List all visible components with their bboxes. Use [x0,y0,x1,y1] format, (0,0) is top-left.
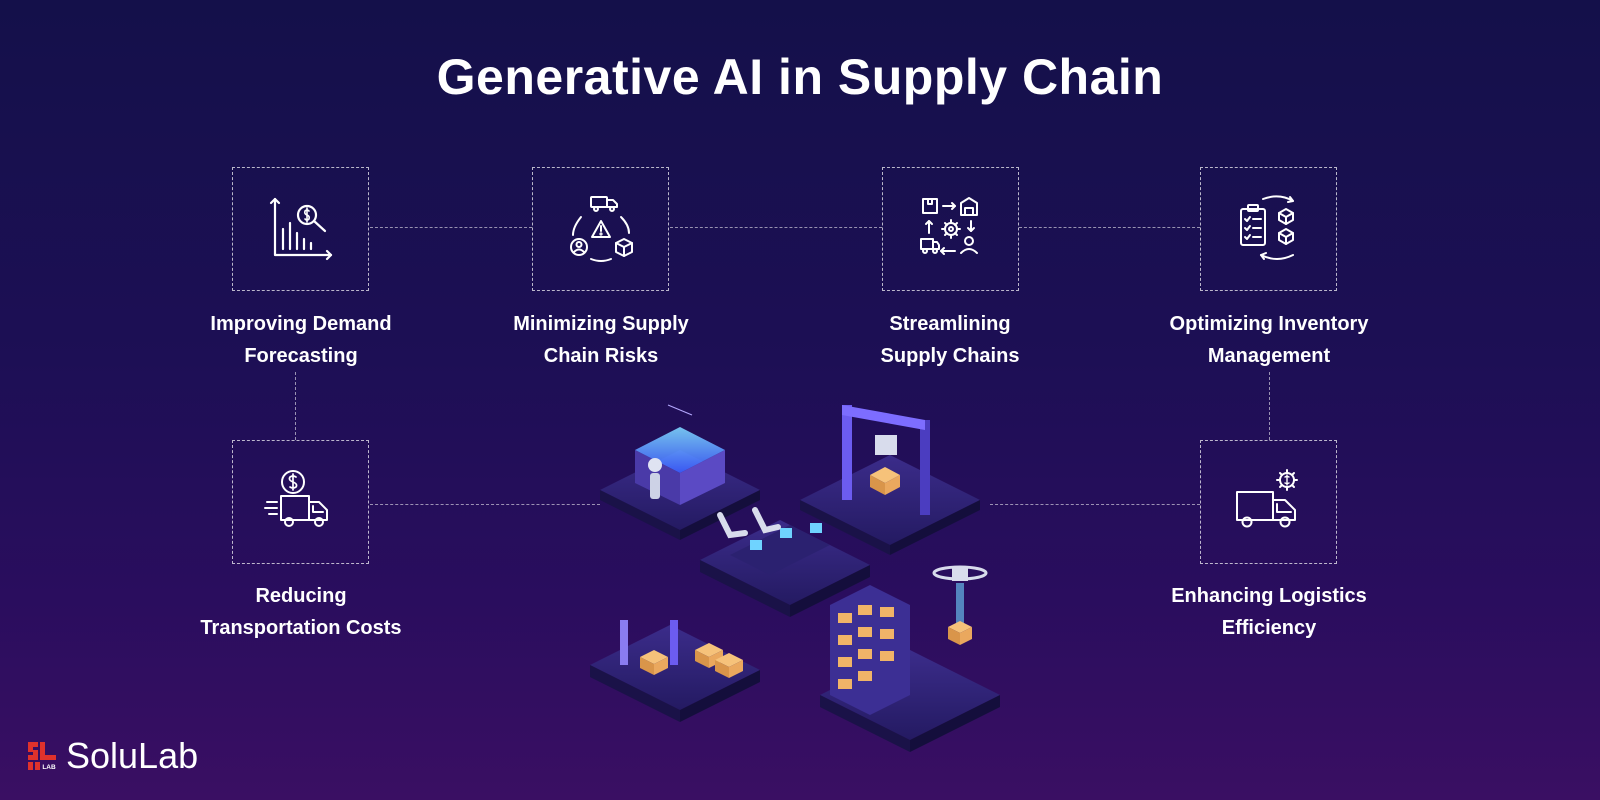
connector-5-illustration [370,504,600,505]
label-line-2: Management [1207,345,1331,367]
label-line-1: Minimizing Supply [513,313,689,335]
card-streamlining-label: Streamlining Supply Chains [820,308,1080,372]
connector-2-3 [670,227,882,228]
card-supply-chain-risks-box [532,167,669,291]
card-demand-forecasting-box [232,167,369,291]
demand-forecast-chart-icon [269,197,332,261]
isometric-warehouse-illustration [590,404,1000,752]
page-title: Generative AI in Supply Chain [436,49,1164,105]
card-inventory-box [1200,167,1337,291]
label-line-2: Supply Chains [880,345,1020,367]
label-line-1: Improving Demand [210,313,392,335]
connector-illustration-6 [990,504,1200,505]
logo-mark-text: LAB [42,764,56,771]
card-supply-chain-risks-label: Minimizing Supply Chain Risks [471,308,731,372]
connector-3-4 [1019,227,1200,228]
label-line-2: Transportation Costs [200,617,402,639]
logo-name: SoluLab [66,735,199,776]
label-line-2: Forecasting [244,345,358,367]
card-logistics-label: Enhancing Logistics Efficiency [1139,580,1399,644]
card-demand-forecasting-label: Improving Demand Forecasting [171,308,431,372]
solulab-logo: LAB SoluLab [26,736,198,776]
connector-4-6 [1269,372,1270,440]
solulab-logo-mark: LAB [28,742,56,771]
card-streamlining-box [882,167,1019,291]
connector-1-5 [295,372,296,440]
delivery-truck-dollar-icon [263,470,328,527]
card-transportation-box [232,440,369,564]
label-line-1: Reducing [255,585,347,607]
label-line-1: Enhancing Logistics [1171,585,1367,607]
card-transportation-label: Reducing Transportation Costs [171,580,431,644]
truck-gear-icon [1235,469,1298,528]
label-line-1: Optimizing Inventory [1169,313,1369,335]
label-line-1: Streamlining [889,313,1011,335]
label-line-2: Chain Risks [543,345,659,367]
card-inventory-label: Optimizing Inventory Management [1139,308,1399,372]
supply-chain-flow-icon [919,197,978,255]
label-line-2: Efficiency [1221,617,1317,639]
card-logistics-box [1200,440,1337,564]
risk-cycle-icon [569,196,633,262]
inventory-checklist-icon [1239,195,1294,260]
connector-1-2 [370,227,532,228]
